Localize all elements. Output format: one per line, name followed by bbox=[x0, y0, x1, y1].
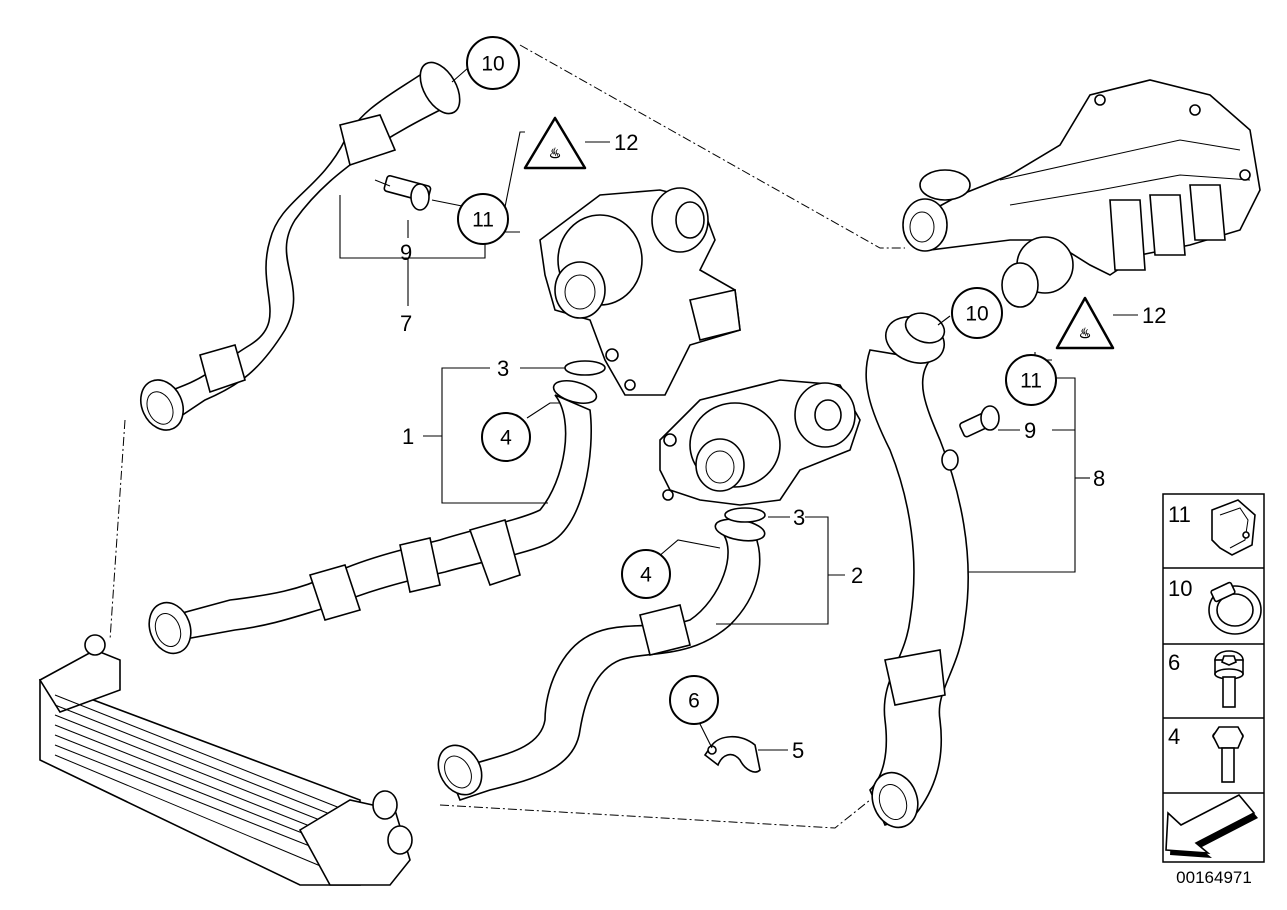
bracket bbox=[703, 735, 761, 773]
callout-9-top: 9 bbox=[400, 240, 412, 265]
turbocharger-upper bbox=[539, 187, 741, 396]
socket-head-bolt-icon bbox=[1214, 650, 1244, 708]
hex-bolt-icon bbox=[1212, 726, 1244, 783]
charge-air-pipe-2 bbox=[437, 518, 766, 801]
charge-air-hose-right bbox=[865, 312, 969, 829]
callout-1: 1 bbox=[402, 424, 414, 449]
legend-number: 6 bbox=[1168, 650, 1180, 675]
turbocharger-lower bbox=[659, 379, 861, 506]
charge-air-pipe-1 bbox=[148, 379, 598, 655]
intake-manifold bbox=[902, 79, 1261, 308]
callout-7: 7 bbox=[400, 311, 412, 336]
callout-12-right: 12 bbox=[1142, 303, 1166, 328]
callout-6: 6 bbox=[669, 675, 719, 725]
svg-text:♨: ♨ bbox=[549, 145, 562, 161]
callout-11-top: 11 bbox=[457, 193, 509, 245]
callout-11-right: 11 bbox=[1005, 354, 1057, 406]
gasket-upper bbox=[564, 360, 606, 376]
charge-air-hose-upper-left bbox=[140, 61, 461, 431]
callout-10-right: 10 bbox=[951, 287, 1003, 339]
callout-label: 6 bbox=[688, 690, 700, 713]
connection-lines bbox=[109, 44, 905, 829]
callout-label: 10 bbox=[481, 53, 504, 76]
legend-number: 11 bbox=[1168, 502, 1191, 527]
callout-12-top: 12 bbox=[614, 130, 638, 155]
legend-panel: 11 10 6 4 bbox=[1162, 493, 1265, 863]
callout-10-top: 10 bbox=[466, 36, 520, 90]
callout-9-right: 9 bbox=[1024, 418, 1036, 443]
callout-3-left: 3 bbox=[497, 356, 509, 381]
hose-clamp-icon bbox=[1208, 581, 1262, 635]
temperature-sensor-upper bbox=[374, 174, 432, 211]
callout-label: 4 bbox=[640, 564, 652, 587]
warning-triangle-icon: ♨ bbox=[1055, 296, 1115, 350]
callout-8: 8 bbox=[1093, 466, 1105, 491]
svg-text:♨: ♨ bbox=[1079, 325, 1092, 341]
callout-label: 10 bbox=[965, 303, 988, 326]
callout-2: 2 bbox=[851, 563, 863, 588]
legend-number: 10 bbox=[1168, 576, 1192, 601]
callout-5: 5 bbox=[792, 738, 804, 763]
leader-lines bbox=[339, 67, 1138, 751]
direction-arrow-icon bbox=[1165, 793, 1258, 858]
callout-label: 4 bbox=[500, 427, 512, 450]
callout-label: 11 bbox=[472, 209, 494, 232]
document-number: 00164971 bbox=[1176, 868, 1252, 887]
intercooler bbox=[38, 634, 413, 886]
callout-4-right: 4 bbox=[621, 549, 671, 599]
temperature-sensor-right bbox=[959, 405, 1000, 438]
legend-number: 4 bbox=[1168, 724, 1180, 749]
gasket-lower bbox=[724, 507, 766, 523]
callout-label: 11 bbox=[1020, 370, 1042, 393]
warning-triangle-icon: ♨ bbox=[523, 116, 587, 170]
callout-3-right: 3 bbox=[793, 505, 805, 530]
callout-4-left: 4 bbox=[481, 412, 531, 462]
hose-clip-icon bbox=[1211, 499, 1256, 556]
